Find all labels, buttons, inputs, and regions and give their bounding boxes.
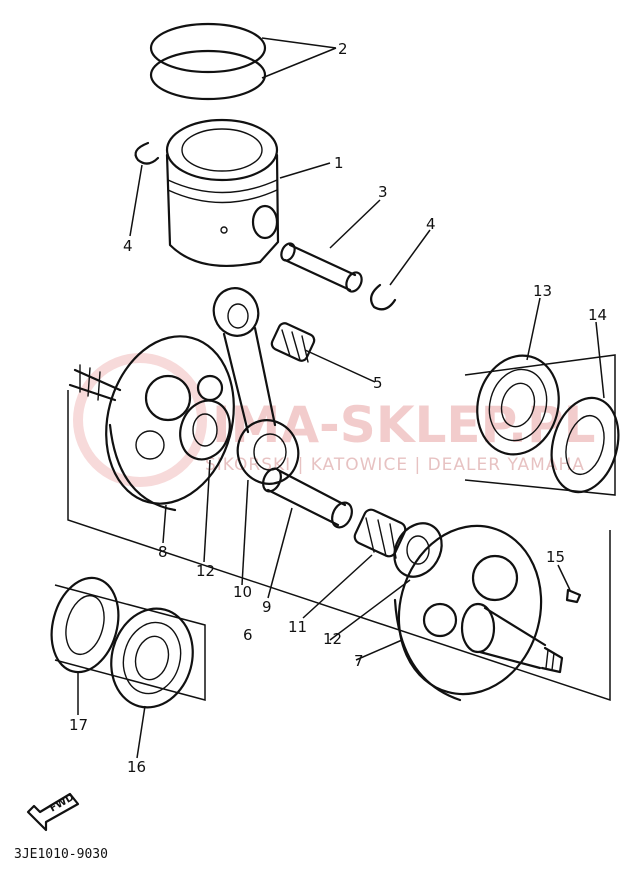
callout-12-left: 12 [196, 562, 215, 580]
callout-12-right: 12 [323, 630, 342, 648]
callout-7: 7 [354, 652, 364, 670]
watermark-sub-text: SIKORSKI | KATOWICE | DEALER YAMAHA [205, 455, 585, 475]
callout-8: 8 [158, 543, 168, 561]
piston-pin-clip-right [369, 283, 397, 311]
callout-10: 10 [233, 583, 252, 601]
callout-1: 1 [334, 154, 344, 172]
crank-bearing-right [476, 354, 560, 456]
small-end-bearing [270, 322, 316, 363]
callout-9: 9 [262, 598, 272, 616]
callout-labels: 1 2 3 4 4 5 6 7 8 9 10 11 12 12 13 14 15… [69, 40, 607, 776]
callout-3: 3 [378, 183, 388, 201]
thrust-washer-right [393, 522, 443, 578]
callout-2: 2 [338, 40, 348, 58]
callout-5: 5 [373, 374, 383, 392]
crank-bearing-left [110, 607, 194, 709]
callout-14: 14 [588, 306, 607, 324]
big-end-bearing [353, 508, 407, 559]
piston-rings [149, 22, 267, 101]
oil-seal-left [50, 576, 120, 674]
piston-pin [280, 242, 363, 293]
thrust-washer-left [179, 399, 231, 461]
callout-11: 11 [288, 618, 307, 636]
fwd-label: FWD [48, 792, 76, 815]
callout-4-left: 4 [123, 237, 133, 255]
leader-lines [77, 37, 605, 759]
callout-16: 16 [127, 758, 146, 776]
callout-6: 6 [243, 626, 253, 644]
callout-13: 13 [533, 282, 552, 300]
callout-17: 17 [69, 716, 88, 734]
diagram-code: 3JE1010-9030 [14, 847, 108, 862]
piston [165, 118, 280, 268]
woodruff-key [565, 588, 582, 604]
crank-pin [262, 467, 353, 529]
callout-15: 15 [546, 548, 565, 566]
watermark: IMA-SKLEP.PL SIKORSKI | KATOWICE | DEALE… [73, 353, 596, 487]
forward-direction-arrow: FWD [26, 792, 80, 832]
assembly-outlines [54, 354, 616, 702]
callout-4-right: 4 [426, 215, 436, 233]
crank-half-right [393, 524, 564, 702]
piston-pin-clip-left [134, 141, 160, 165]
